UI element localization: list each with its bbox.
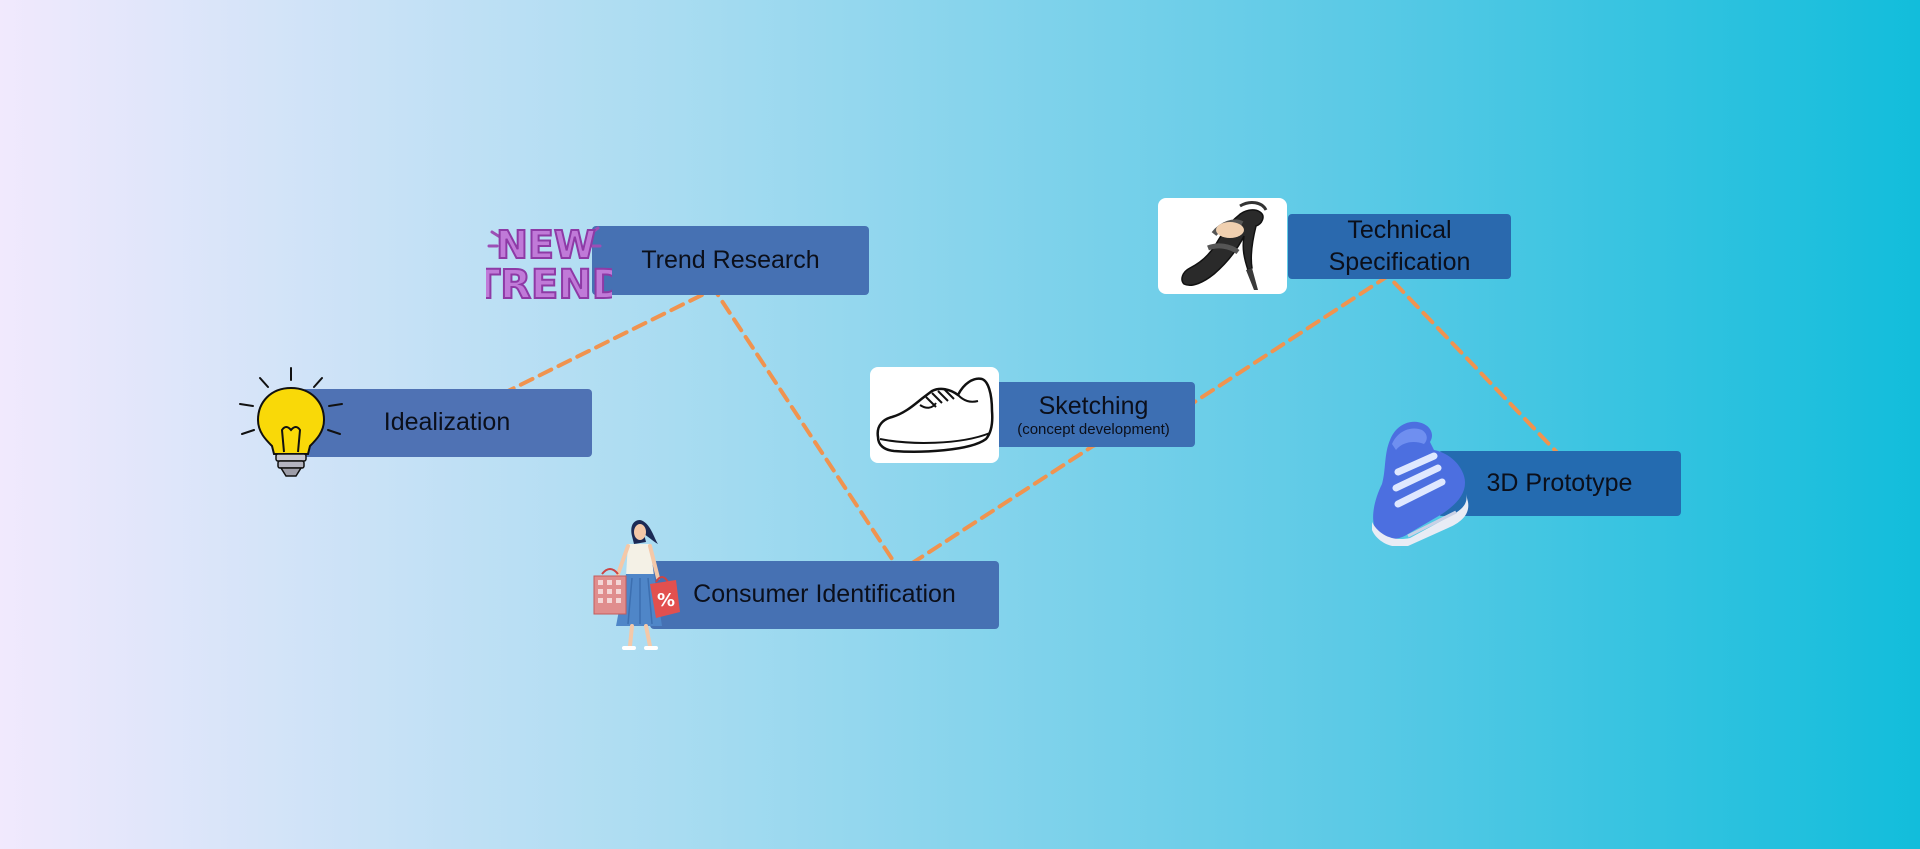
step-sketching: Sketching (concept development) <box>992 382 1195 447</box>
step-sketching-sublabel: (concept development) <box>1017 420 1170 438</box>
step-technical-specification: Technical Specification <box>1288 214 1511 279</box>
step-consumer-identification: Consumer Identification <box>650 561 999 629</box>
step-idealization: Idealization <box>302 389 592 457</box>
step-consumer-identification-label: Consumer Identification <box>693 580 956 609</box>
step-sketching-label: Sketching <box>1038 391 1149 420</box>
3d-sneaker-icon <box>1372 421 1469 546</box>
lightbulb-icon <box>239 367 343 477</box>
new-trend-badge: NEW TREND <box>486 222 612 304</box>
high-heel-sandal <box>1181 201 1268 290</box>
step-3d-prototype: 3D Prototype <box>1438 451 1681 516</box>
svg-text:%: % <box>657 590 675 611</box>
step-idealization-label: Idealization <box>383 408 511 437</box>
step-technical-line1: Technical <box>1347 216 1452 245</box>
shopper-illustration: % <box>593 520 680 650</box>
sneaker-sketch <box>876 377 994 453</box>
sneaker-sketch-card <box>870 367 999 463</box>
step-3d-prototype-label: 3D Prototype <box>1486 468 1633 497</box>
step-trend-research-label: Trend Research <box>641 245 820 274</box>
high-heel-card <box>1158 198 1287 294</box>
step-trend-research: Trend Research <box>592 226 869 295</box>
badge-line2: TREND <box>486 262 612 304</box>
step-technical-line2: Specification <box>1328 247 1471 276</box>
badge-line1: NEW <box>496 223 596 267</box>
